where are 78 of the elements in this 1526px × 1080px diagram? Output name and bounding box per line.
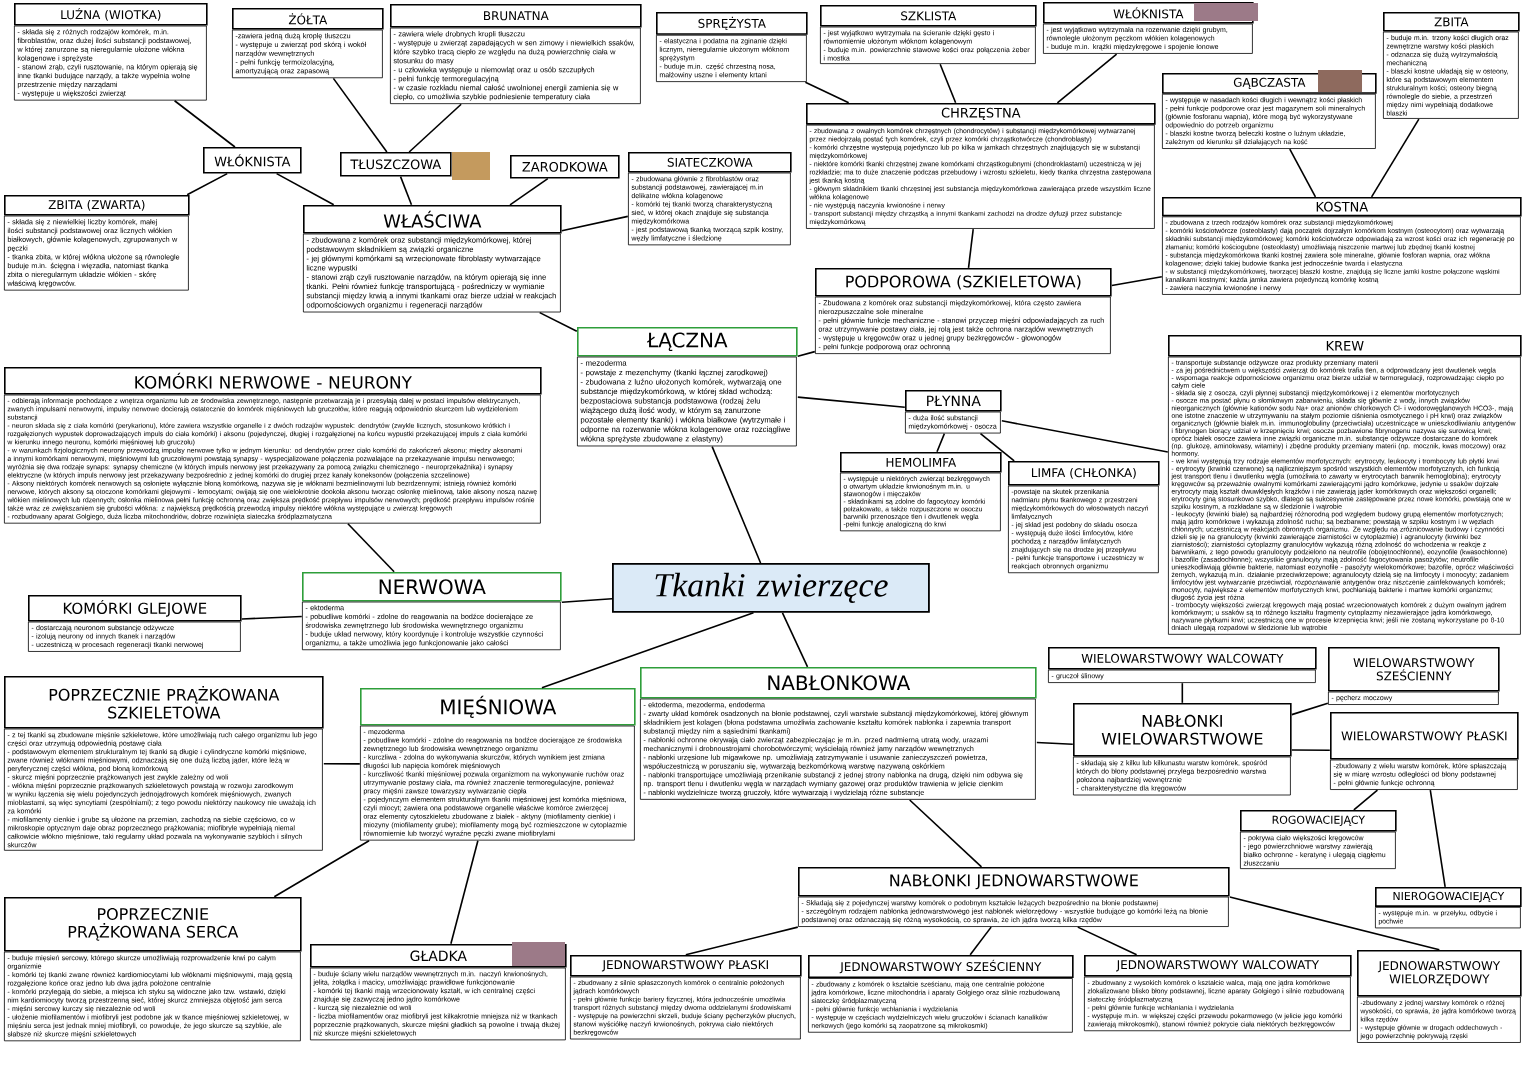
heading-box: JEDNOWARSTWOWY WIELORZĘDOWY [1357, 950, 1522, 997]
connector-line [538, 311, 578, 333]
heading-box: JEDNOWARSTWOWY SZEŚCIENNY [808, 955, 1074, 979]
heading-box: TŁUSZCZOWA [340, 152, 452, 177]
connector-line [1111, 276, 1163, 287]
heading-box: WIELOWARSTWOWY PŁASKI [1330, 712, 1519, 760]
heading-box: ŁĄCZNA [577, 327, 798, 357]
connector-line [323, 763, 361, 765]
connector-line [1370, 118, 1420, 198]
heading-box: MIĘŚNIOWA [360, 688, 636, 726]
heading-box: LIMFA (CHŁONKA) [1008, 461, 1160, 486]
connector-line [685, 926, 799, 956]
heading-box: WŁÓKNISTA [203, 147, 302, 174]
connector-line [711, 445, 762, 564]
heading-box: NABŁONKOWA [640, 667, 1037, 699]
heading-box: BRUNATNA [390, 4, 642, 28]
heading-box: HEMOLIMFA [840, 452, 1002, 473]
connector-line [186, 172, 228, 196]
connector-line [561, 598, 613, 604]
connector-line [1036, 741, 1074, 745]
heading-box: WIELOWARSTWOWY WALCOWATY [1048, 647, 1317, 670]
heading-box: ROGOWACIEJĄCY [1240, 810, 1397, 832]
connector-line [173, 99, 236, 148]
heading-box: LUŹNA (WIOTKA) [14, 3, 208, 26]
heading-box: KREW [1168, 335, 1522, 357]
heading-box: KOMÓRKI NERWOWE - NEURONY [4, 367, 542, 395]
heading-box: SZKLISTA [820, 5, 1037, 27]
connector-line [1291, 702, 1329, 716]
connector-line [797, 350, 816, 358]
connector-line [541, 612, 755, 689]
connector-line [939, 63, 957, 104]
heading-box: NABŁONKI WIELOWARSTWOWE [1073, 703, 1292, 757]
heading-box: ZARODKOWA [510, 155, 620, 179]
connector-line [1001, 420, 1169, 453]
heading-box: JEDNOWARSTWOWY PŁASKI [570, 955, 802, 977]
connector-line [969, 926, 992, 956]
connector-line [936, 432, 946, 453]
connector-line [804, 81, 850, 104]
heading-box: NERWOWA [302, 572, 562, 602]
heading-box: NABŁONKI JEDNOWARSTWOWE [798, 867, 1230, 897]
connector-line [408, 103, 462, 153]
connector-line [1353, 789, 1379, 811]
connector-line [509, 177, 549, 206]
connector-line [275, 172, 335, 206]
connector-line [332, 77, 388, 153]
connector-line [781, 612, 809, 668]
connector-line [1429, 789, 1446, 888]
connector-line [561, 215, 629, 232]
heading-box: ZBITA (ZWARTA) [4, 195, 190, 216]
connector-line [1289, 148, 1317, 198]
heading-box: NIEROGOWACIEJĄCY [1375, 887, 1522, 907]
connector-line [450, 839, 479, 945]
heading-box: SPRĘŻYSTA [656, 12, 808, 35]
heading-box: SIATECZKOWA [628, 152, 792, 173]
connector-line [1291, 749, 1331, 752]
connector-line [1181, 682, 1184, 704]
heading-box: ZBITA [1383, 12, 1520, 32]
connector-line [241, 615, 303, 620]
connector-line [797, 396, 906, 408]
heading-box: WŁAŚCIWA [303, 205, 562, 234]
connector-line [908, 799, 983, 868]
heading-box: POPRZECZNIE PRĄŻKOWANA SZKIELETOWA [4, 676, 324, 729]
heading-box: JEDNOWARSTWOWY WALCOWATY [1084, 955, 1352, 977]
heading-box: PODPOROWA (SZKIELETOWA) [815, 268, 1112, 297]
connector-line [967, 228, 974, 269]
connector-line [399, 175, 413, 206]
connector-line [979, 432, 1015, 462]
connector-line [1077, 926, 1138, 956]
heading-box: CHRZĘSTNA [806, 103, 1156, 125]
heading-box: KOMÓRKI GLEJOWE [28, 595, 242, 622]
connector-line [273, 839, 370, 898]
heading-box: POPRZECZNIE PRĄŻKOWANA SERCA [4, 897, 302, 952]
heading-box: KOSTNA [1162, 197, 1522, 217]
heading-box: PŁYNNA [905, 390, 1002, 412]
heading-box: ŻÓŁTA [232, 8, 384, 30]
connector-line [1056, 53, 1118, 104]
title-box: Tkanki zwierzęce [612, 563, 930, 613]
connector-line [347, 522, 395, 573]
